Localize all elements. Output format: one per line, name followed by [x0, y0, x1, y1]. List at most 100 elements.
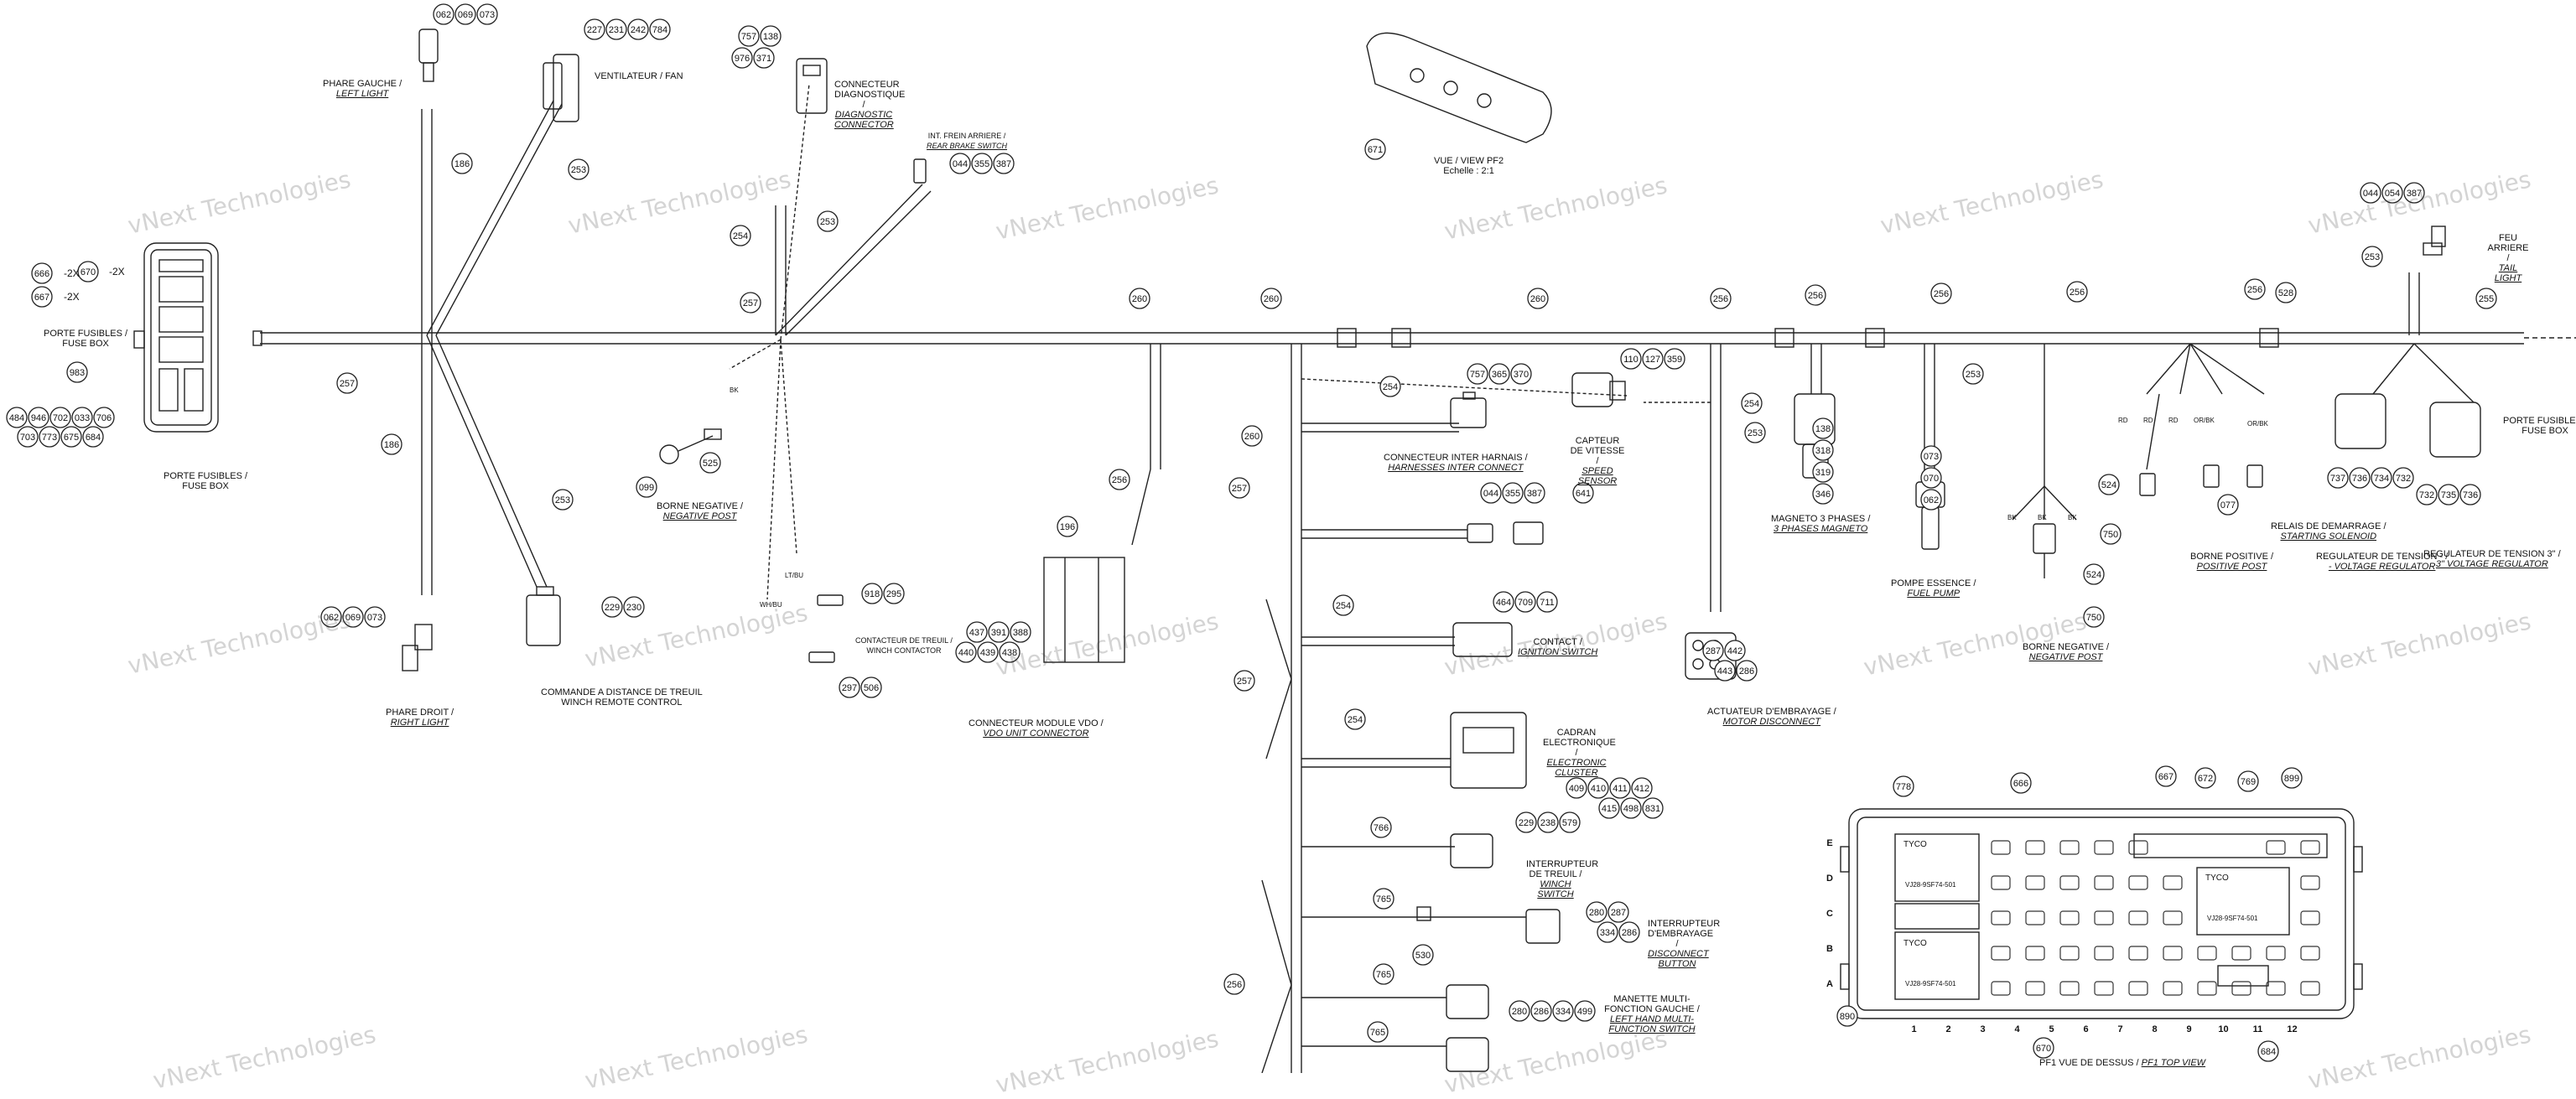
part-number-3: VJ28-9SF74-501 — [2207, 915, 2258, 922]
callout-297: 297 — [839, 677, 860, 698]
callout-257: 257 — [1233, 670, 1255, 692]
svg-text:280: 280 — [1512, 1007, 1527, 1017]
callout-062: 062 — [320, 606, 342, 628]
label-disconnect-button: INTERRUPTEUR D'EMBRAYAGE /DISCONNECT BUT… — [1648, 919, 1721, 969]
label-tail-light: FEU ARRIERE /TAIL LIGHT — [2487, 233, 2529, 283]
svg-text:253: 253 — [555, 495, 570, 505]
callout-260: 260 — [1527, 288, 1549, 309]
tyco-label-2: TYCO — [1903, 939, 1927, 948]
svg-text:890: 890 — [1840, 1012, 1855, 1022]
svg-text:672: 672 — [2198, 774, 2213, 784]
svg-text:899: 899 — [2284, 774, 2299, 784]
callout-062: 062 — [433, 3, 454, 25]
label-pf1-top-view: PF1 VUE DE DESSUS / PF1 TOP VIEW — [2039, 1058, 2206, 1068]
svg-text:670: 670 — [2036, 1044, 2051, 1054]
svg-text:976: 976 — [735, 54, 750, 64]
fuse-slot — [2300, 981, 2320, 996]
svg-text:286: 286 — [1622, 928, 1637, 938]
svg-text:073: 073 — [367, 613, 382, 623]
svg-text:256: 256 — [2247, 285, 2262, 295]
svg-text:702: 702 — [53, 413, 68, 423]
svg-text:260: 260 — [1264, 294, 1279, 304]
svg-text:280: 280 — [1589, 908, 1604, 918]
svg-text:983: 983 — [70, 368, 85, 378]
svg-text:524: 524 — [2101, 480, 2116, 490]
col-6: 6 — [2083, 1024, 2089, 1034]
svg-text:257: 257 — [1232, 484, 1247, 494]
fuse-slot — [2128, 981, 2148, 996]
fuse-slot — [2128, 946, 2148, 961]
fuse-slot — [2059, 981, 2080, 996]
svg-text:415: 415 — [1602, 804, 1617, 814]
callout-254: 254 — [1344, 708, 1366, 730]
callout-831: 831 — [1642, 797, 1664, 819]
svg-text:070: 070 — [1924, 474, 1939, 484]
wire-tag-bk: BK — [730, 386, 739, 394]
svg-text:530: 530 — [1415, 951, 1431, 961]
wire-tag-or-bk: OR/BK — [2194, 417, 2215, 424]
callout-287: 287 — [1607, 901, 1629, 923]
callout-099: 099 — [636, 476, 657, 498]
svg-text:196: 196 — [1060, 522, 1075, 532]
callout-670: 670 — [2033, 1037, 2054, 1059]
svg-text:525: 525 — [703, 459, 718, 469]
callout-737: 737 — [2327, 467, 2349, 489]
callout-073: 073 — [1920, 445, 1942, 467]
qty-suffix: -2X — [64, 267, 80, 279]
callout-703: 703 — [17, 426, 39, 448]
svg-text:186: 186 — [384, 440, 399, 450]
callout-256: 256 — [1805, 284, 1826, 306]
col-3: 3 — [1980, 1024, 1986, 1034]
label-negative-post-1: BORNE NEGATIVE /NEGATIVE POST — [657, 501, 744, 521]
fuse-slot — [2025, 910, 2045, 925]
callout-231: 231 — [605, 18, 627, 40]
svg-text:370: 370 — [1514, 370, 1529, 380]
fuse-slot — [2231, 981, 2251, 996]
callout-667: 667 — [2155, 765, 2177, 787]
fuse-slot — [2094, 910, 2114, 925]
callout-736: 736 — [2349, 467, 2371, 489]
callout-365: 365 — [1488, 363, 1510, 385]
callout-062: 062 — [1920, 489, 1942, 511]
qty-suffix: -2X — [64, 291, 80, 303]
svg-text:355: 355 — [974, 159, 989, 169]
col-5: 5 — [2049, 1024, 2054, 1034]
callout-069: 069 — [342, 606, 364, 628]
wire-tag-bk-3: BK — [2038, 514, 2047, 521]
callout-388: 388 — [1010, 621, 1031, 643]
fuse-slot — [2128, 875, 2148, 890]
callout-256: 256 — [2066, 281, 2088, 303]
callout-525: 525 — [699, 452, 721, 474]
svg-text:253: 253 — [2365, 252, 2380, 262]
callout-127: 127 — [1642, 348, 1664, 370]
svg-text:411: 411 — [1613, 784, 1628, 794]
svg-text:946: 946 — [31, 413, 46, 423]
callout-318: 318 — [1812, 439, 1834, 461]
callout-440: 440 — [955, 641, 977, 663]
callout-464: 464 — [1493, 591, 1514, 613]
svg-text:186: 186 — [454, 159, 470, 169]
center-bus — [1261, 344, 1628, 1073]
svg-text:766: 766 — [1374, 823, 1389, 833]
svg-text:387: 387 — [1527, 489, 1542, 499]
label-motor-disconnect: ACTUATEUR D'EMBRAYAGE /MOTOR DISCONNECT — [1707, 707, 1836, 727]
callout-667: 667 — [31, 286, 53, 308]
svg-text:769: 769 — [2241, 777, 2256, 787]
svg-text:410: 410 — [1591, 784, 1606, 794]
fuse-slot — [2059, 840, 2080, 855]
col-8: 8 — [2152, 1024, 2158, 1034]
svg-text:388: 388 — [1013, 628, 1028, 638]
callout-077: 077 — [2217, 494, 2239, 516]
fuse-slot — [2128, 840, 2148, 855]
callout-280: 280 — [1509, 1000, 1530, 1022]
callout-484: 484 — [6, 407, 28, 428]
callout-890: 890 — [1836, 1005, 1858, 1027]
svg-text:736: 736 — [2463, 490, 2478, 500]
callout-498: 498 — [1620, 797, 1642, 819]
callout-286: 286 — [1530, 1000, 1552, 1022]
callout-044: 044 — [2360, 182, 2381, 204]
callout-437: 437 — [966, 621, 988, 643]
svg-text:260: 260 — [1132, 294, 1147, 304]
label-diagnostic-connector: CONNECTEUR DIAGNOSTIQUE /DIAGNOSTIC CONN… — [834, 80, 906, 130]
svg-text:750: 750 — [2103, 530, 2118, 540]
